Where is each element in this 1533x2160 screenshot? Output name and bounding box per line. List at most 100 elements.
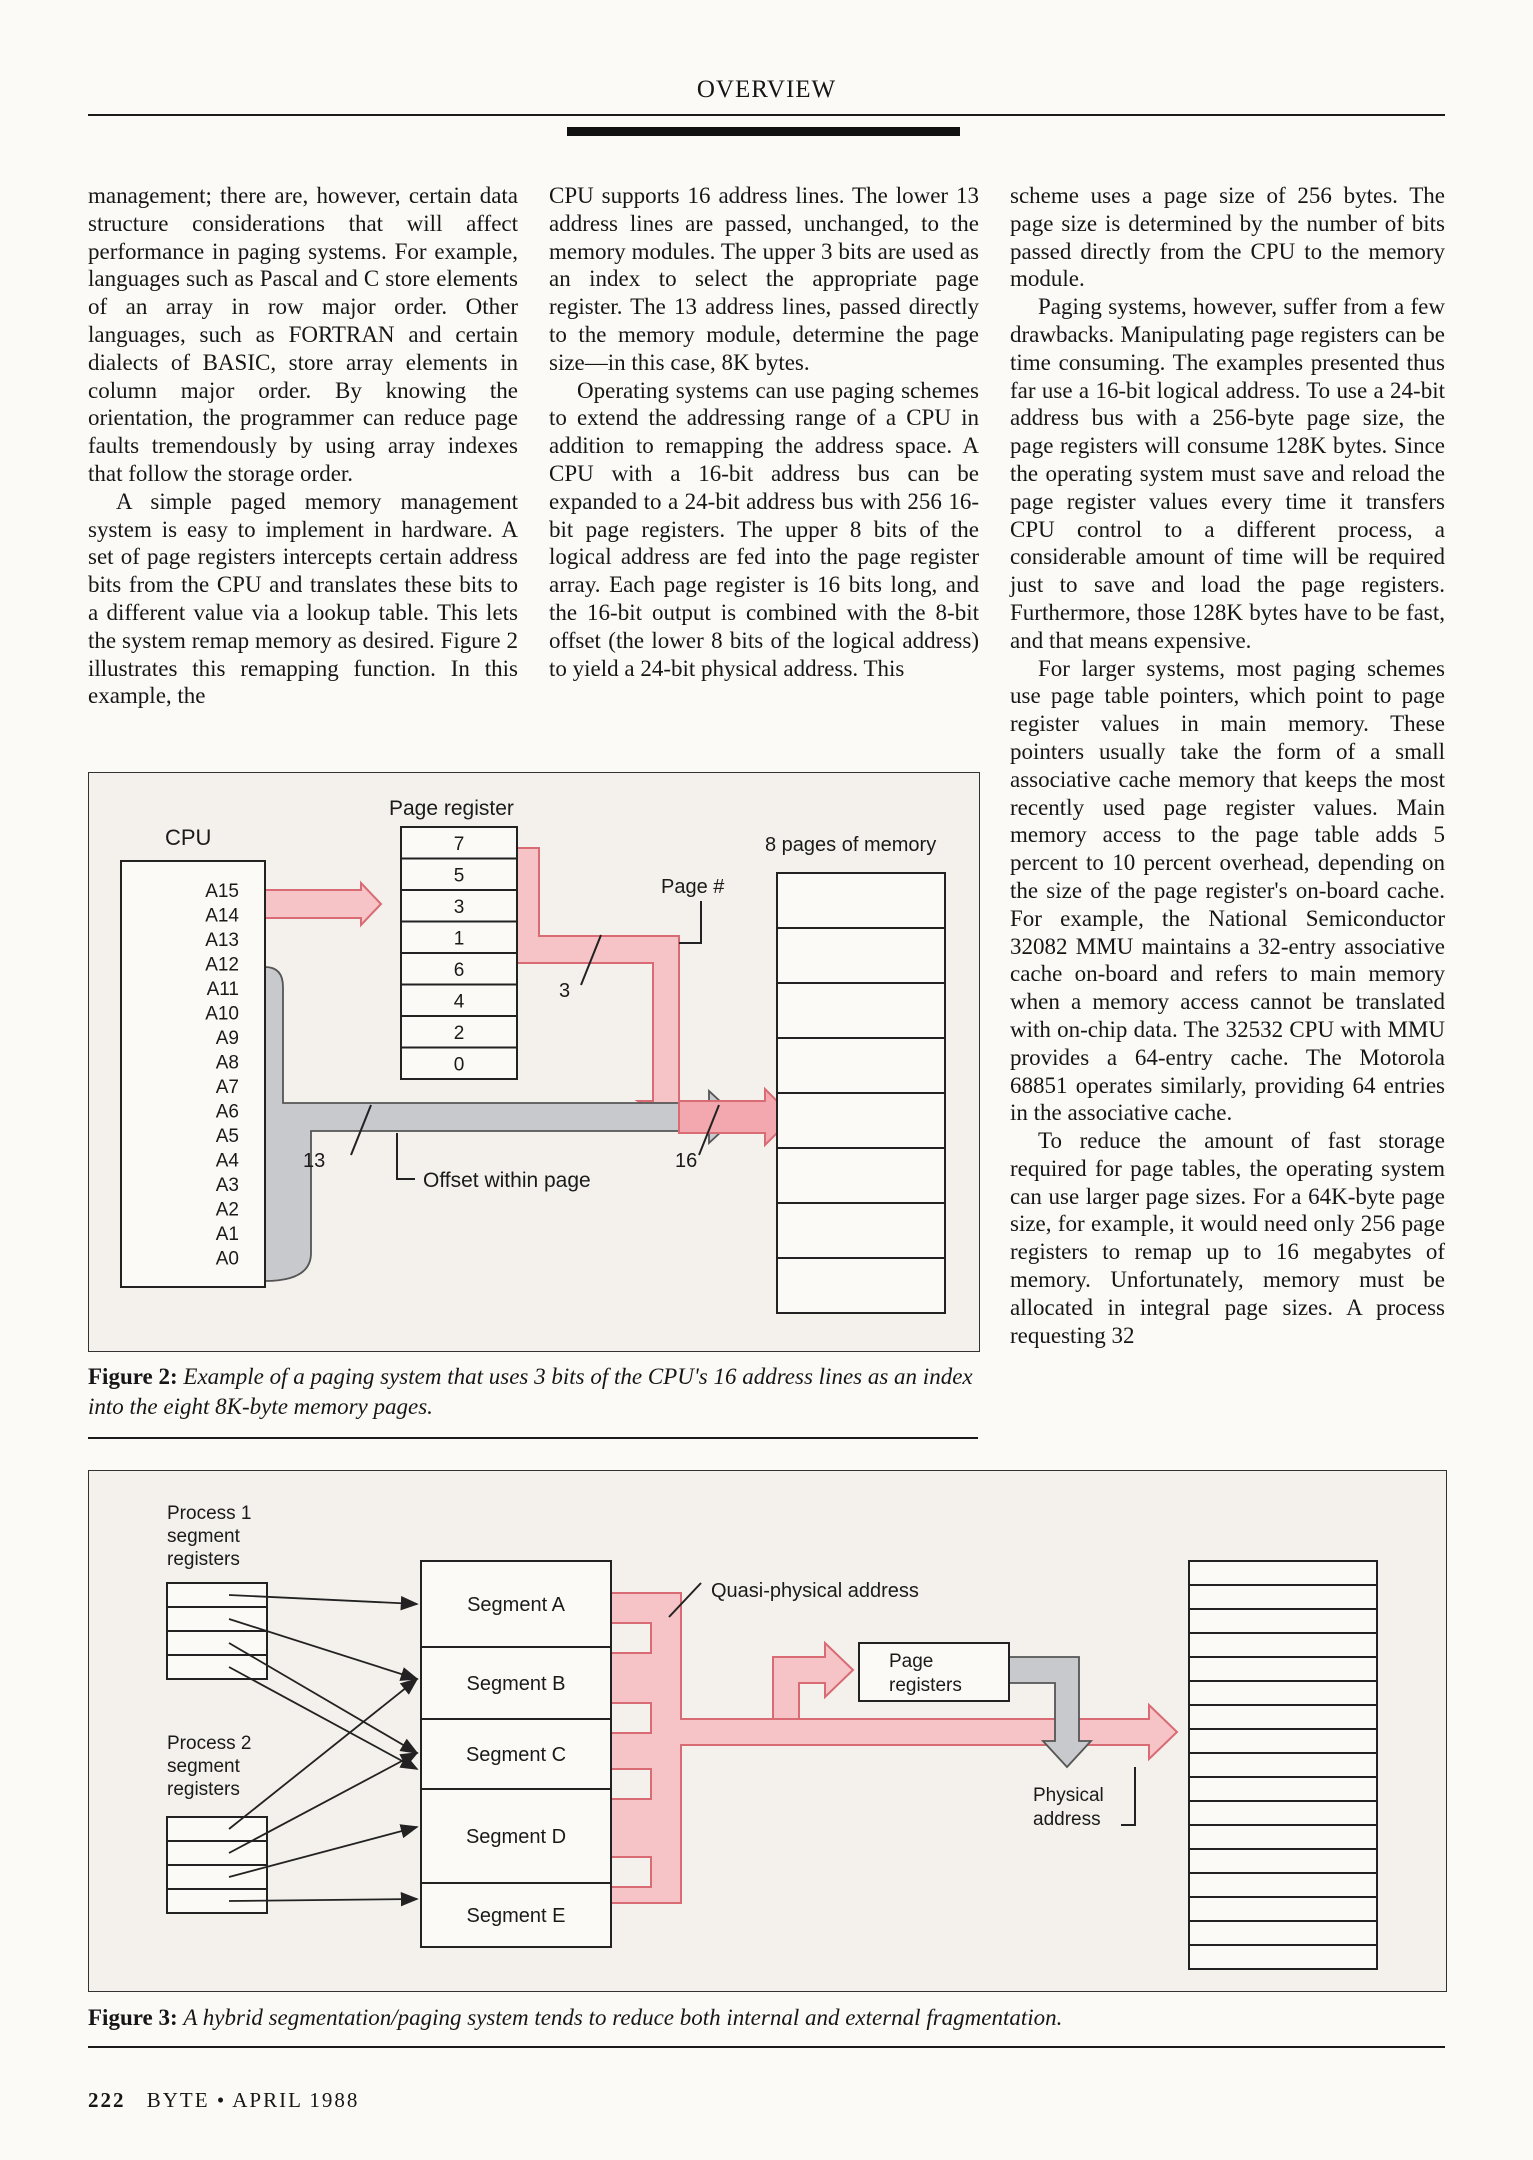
page-register-value: 7: [454, 834, 465, 855]
page-register-cell: [400, 983, 518, 1017]
memory-label: 8 pages of memory: [765, 834, 936, 856]
segment-label: Segment B: [467, 1673, 566, 1695]
figure-3: Process 1 segment registers Process 2 se…: [88, 1470, 1447, 1992]
memory-page: [776, 1147, 946, 1204]
address-line-label: A3: [216, 1175, 239, 1196]
page-register-cell: [400, 920, 518, 954]
process-1-segment-registers: [166, 1582, 268, 1680]
bits-16-label: 16: [675, 1150, 697, 1172]
page-register-input-arrow: [772, 1640, 855, 1720]
figure-3-caption-text: A hybrid segmentation/paging system tend…: [183, 2005, 1063, 2030]
bus-notch: [610, 1622, 652, 1654]
address-line-label: A15: [205, 881, 239, 902]
physical-address-label: address: [1033, 1809, 1101, 1830]
address-line-label: A9: [216, 1028, 239, 1049]
segment-register-cell: [166, 1654, 268, 1680]
address-line-label: A2: [216, 1200, 239, 1221]
process-1-label: registers: [167, 1549, 240, 1570]
page-register-cell: [400, 952, 518, 986]
physical-memory-page: [1188, 1728, 1378, 1754]
physical-memory-page: [1188, 1752, 1378, 1778]
quasi-physical-bus: [610, 1592, 1179, 1904]
memory-page: [776, 1257, 946, 1314]
figure-2-caption: Figure 2: Example of a paging system tha…: [88, 1362, 978, 1422]
mapping-arrow: [228, 1594, 419, 1611]
address-line-label: A11: [207, 979, 239, 1000]
mapping-arrow: [228, 1666, 419, 1770]
address-line-label: A8: [216, 1053, 239, 1074]
segment-label: Segment D: [466, 1826, 566, 1848]
page-register-cell: [400, 857, 518, 891]
address-line-label: A10: [205, 1004, 239, 1025]
physical-memory-page: [1188, 1656, 1378, 1682]
text-column-3: scheme uses a page size of 256 bytes. Th…: [1010, 182, 1445, 1349]
page-registers-box: [858, 1642, 1010, 1702]
page-register-value: 6: [454, 960, 465, 981]
physical-memory-page: [1188, 1584, 1378, 1610]
physical-memory-page: [1188, 1920, 1378, 1946]
figure-3-caption: Figure 3: A hybrid segmentation/paging s…: [88, 2003, 1445, 2033]
segment-label: Segment A: [467, 1594, 566, 1616]
offset-arrow: [264, 966, 739, 1282]
memory-page: [776, 872, 946, 929]
address-line-label: A13: [205, 930, 239, 951]
figure-3-caption-label: Figure 3:: [88, 2005, 178, 2030]
page-num-leader: [679, 901, 702, 944]
physical-memory-page: [1188, 1776, 1378, 1802]
segment-label: Segment E: [467, 1905, 566, 1927]
address-line-label: A4: [216, 1151, 240, 1172]
bus-notch: [610, 1768, 652, 1800]
page-register-value: 1: [454, 929, 465, 950]
header-rule: [88, 114, 1445, 116]
physical-memory-page: [1188, 1560, 1378, 1586]
text-column-1: management; there are, however, certain …: [88, 182, 518, 710]
segment-register-cell: [166, 1816, 268, 1842]
memory-page: [776, 1092, 946, 1149]
memory-page: [776, 982, 946, 1039]
figure-2-diagram: CPU A15A14A13A12A11A10A9A8A7A6A5A4A3A2A1…: [120, 797, 946, 1314]
process-2-label: segment: [167, 1756, 241, 1777]
figure-2-caption-text: Example of a paging system that uses 3 b…: [88, 1364, 973, 1419]
physical-address-arrow: [678, 1086, 795, 1148]
upper-bits-arrow: [264, 880, 383, 928]
page-registers-label: registers: [889, 1675, 962, 1696]
paragraph: To reduce the amount of fast storage req…: [1010, 1128, 1445, 1348]
page-register-output-arrow: [1008, 1656, 1094, 1769]
offset-label: Offset within page: [423, 1169, 591, 1192]
process-2-segment-registers: [166, 1816, 268, 1914]
process-1-label: Process 1: [167, 1503, 251, 1524]
mapping-arrow: [228, 1618, 419, 1681]
page-registers-label: Page: [889, 1651, 933, 1672]
address-line-label: A7: [216, 1077, 239, 1098]
physical-memory: [1188, 1560, 1378, 1970]
physical-leader: [1121, 1767, 1136, 1826]
mapping-arrow: [228, 1824, 419, 1878]
figure-3-diagram: Process 1 segment registers Process 2 se…: [166, 1503, 1378, 1970]
address-line-label: A14: [205, 906, 239, 927]
bits-16-tick: [698, 1104, 720, 1156]
page-register-value: 0: [454, 1055, 465, 1076]
page-number: 222: [88, 2088, 126, 2112]
page-register-value: 4: [454, 992, 465, 1013]
offset-leader: [396, 1133, 415, 1180]
bits-13-tick: [350, 1104, 372, 1156]
physical-memory-page: [1188, 1896, 1378, 1922]
segment-box: [420, 1646, 612, 1720]
header-bar: [567, 127, 960, 136]
bits-3-tick: [580, 934, 602, 986]
mapping-arrow: [228, 1677, 419, 1830]
segment-box: [420, 1882, 612, 1948]
physical-memory-page: [1188, 1872, 1378, 1898]
paragraph: Operating systems can use paging schemes…: [549, 377, 979, 681]
physical-memory-page: [1188, 1608, 1378, 1634]
paragraph: scheme uses a page size of 256 bytes. Th…: [1010, 183, 1445, 292]
segment-box: [420, 1718, 612, 1790]
address-line-label: A1: [216, 1224, 239, 1245]
cpu-label: CPU: [165, 825, 211, 850]
address-line-label: A6: [216, 1102, 239, 1123]
segment-register-cell: [166, 1606, 268, 1632]
section-title: OVERVIEW: [696, 76, 837, 103]
